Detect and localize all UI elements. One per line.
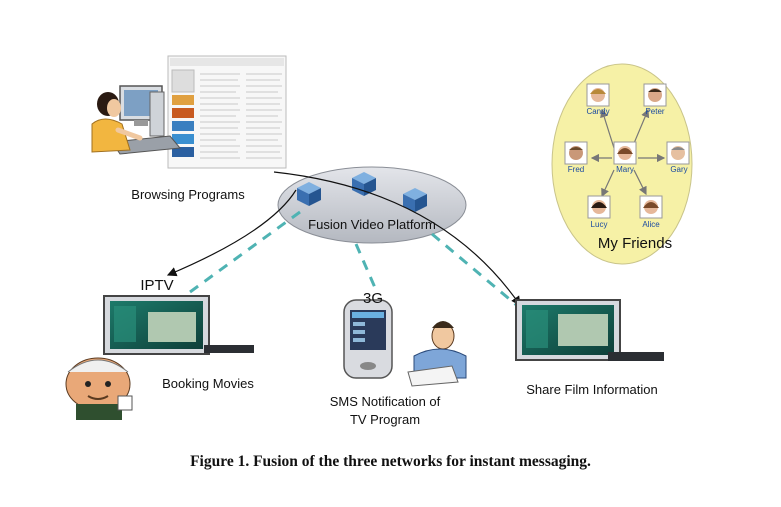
sms-notification-label-line2: TV Program	[350, 412, 420, 427]
server-cubes	[297, 172, 427, 212]
connection-lines	[166, 171, 521, 310]
iptv-tv-illustration	[103, 295, 254, 355]
friend-name-peter: Peter	[645, 107, 664, 116]
iptv-label: IPTV	[140, 277, 173, 294]
friend-name-fred: Fred	[568, 165, 584, 174]
share-tv-illustration	[515, 299, 664, 361]
friend-name-gary: Gary	[670, 165, 687, 174]
friend-name-mary: Mary	[616, 165, 634, 174]
fusion-platform-shape	[277, 166, 467, 244]
dashed-link-share	[431, 232, 521, 310]
phone-and-man-illustration	[343, 299, 467, 387]
fusion-platform-label: Fusion Video Platform	[308, 217, 436, 232]
old-man-illustration	[65, 357, 133, 420]
friend-name-lucy: Lucy	[591, 220, 608, 229]
friends-circle	[551, 63, 693, 265]
figure-caption: Figure 1. Fusion of the three networks f…	[190, 453, 591, 470]
browsing-workstation-illustration	[91, 55, 287, 169]
dashed-link-iptv	[189, 210, 301, 294]
dashed-link-3g	[354, 243, 378, 291]
friend-name-alice: Alice	[642, 220, 660, 229]
arrow-to-share	[273, 171, 521, 306]
sms-notification-label-line1: SMS Notification of	[330, 394, 441, 409]
arrow-to-iptv	[166, 189, 297, 277]
friend-name-candy: Candy	[586, 107, 609, 116]
booking-movies-label: Booking Movies	[162, 376, 254, 391]
share-film-label: Share Film Information	[526, 382, 658, 397]
browsing-programs-label: Browsing Programs	[131, 187, 245, 202]
threeg-label: 3G	[363, 290, 383, 307]
my-friends-label: My Friends	[598, 235, 672, 252]
